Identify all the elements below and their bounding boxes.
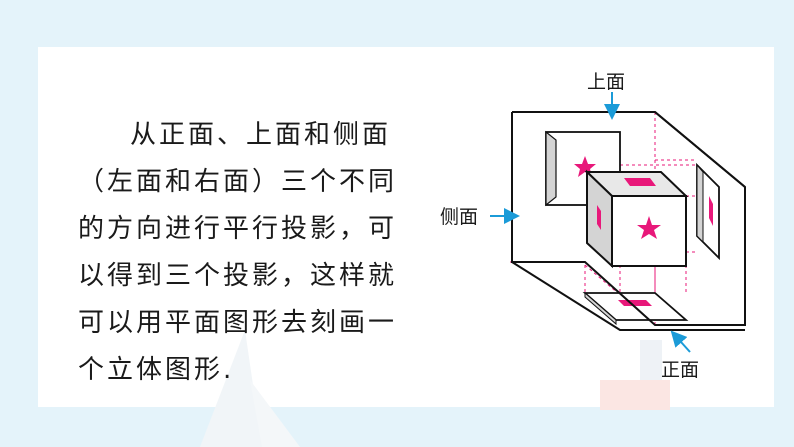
front-view-label: 正面 (661, 359, 699, 381)
star-icon (637, 216, 661, 239)
boat-decoration (600, 380, 670, 410)
background-frame-bottom (0, 407, 794, 447)
side-view-label: 侧面 (440, 206, 478, 228)
front-view-arrow (670, 330, 691, 353)
sail-decoration (200, 330, 262, 447)
top-view-label: 上面 (587, 71, 625, 93)
parallelogram-icon (618, 300, 652, 306)
lighthouse-decoration (640, 340, 662, 380)
parallelogram-icon (709, 196, 713, 226)
background-frame-top (0, 0, 794, 47)
sail-decoration-small (250, 380, 300, 447)
description-paragraph: 从正面、上面和侧面（左面和右面）三个不同的方向进行平行投影，可以得到三个投影，这… (78, 120, 398, 385)
parallelogram-icon (597, 205, 601, 230)
parallelogram-icon (624, 178, 656, 186)
cube (584, 169, 689, 269)
background-frame-left (0, 0, 38, 447)
side-projection-panel (696, 162, 720, 261)
projection-frame (511, 111, 746, 331)
background-frame-right (774, 0, 794, 447)
